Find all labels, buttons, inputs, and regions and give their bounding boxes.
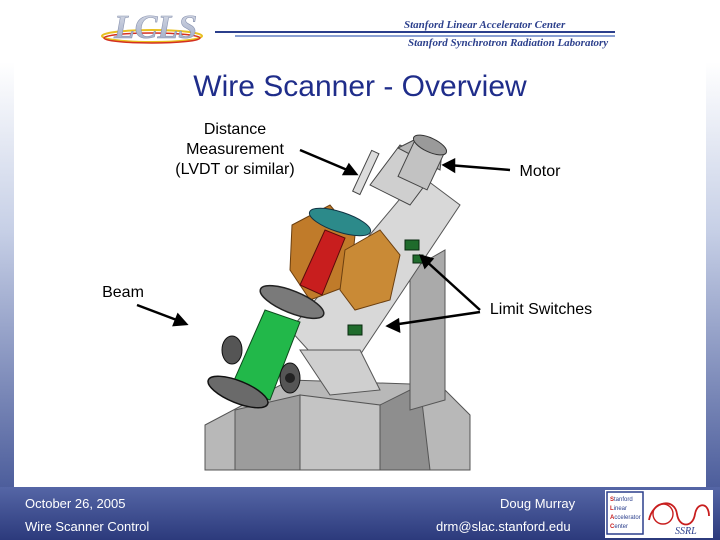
label-motor: Motor	[519, 163, 561, 180]
label-distance-measurement: Distance Measurement (LVDT or similar)	[160, 120, 310, 180]
lab-name-slac: Stanford Linear Accelerator Center	[404, 19, 566, 31]
svg-text:Center: Center	[610, 524, 628, 530]
header-rule-light	[235, 35, 615, 37]
svg-text:Stanford: Stanford	[610, 497, 633, 503]
svg-text:LCLS: LCLS	[113, 9, 197, 46]
right-border	[706, 62, 720, 487]
lab-name-ssrl: Stanford Synchrotron Radiation Laborator…	[408, 37, 609, 49]
ssrl-logo: Stanford Linear Accelerator Center SSRL	[605, 490, 713, 538]
label-limit-switches: Limit Switches	[489, 301, 593, 318]
left-border	[0, 62, 14, 487]
label-distance-line-1: Distance	[203, 121, 267, 138]
label-distance-line-2: Measurement	[186, 141, 284, 158]
svg-text:Linear: Linear	[610, 506, 627, 512]
ssrl-logo-graphic: Stanford Linear Accelerator Center SSRL	[606, 491, 710, 537]
header-bar: LCLS Stanford Linear Accelerator Center …	[0, 0, 720, 62]
label-beam: Beam	[102, 284, 144, 301]
header-rule	[215, 31, 615, 33]
lcls-logo: LCLS	[101, 9, 203, 46]
footer-topic: Wire Scanner Control	[25, 519, 150, 534]
footer-bar: October 26, 2005 Wire Scanner Control Do…	[0, 487, 720, 540]
label-distance-line-3: (LVDT or similar)	[175, 161, 295, 178]
slide-title: Wire Scanner - Overview	[193, 70, 527, 103]
svg-text:Accelerator: Accelerator	[610, 515, 641, 521]
footer-author: Doug Murray	[500, 496, 576, 511]
footer-email: drm@slac.stanford.edu	[436, 519, 571, 534]
svg-text:SSRL: SSRL	[675, 526, 697, 537]
footer-date: October 26, 2005	[25, 496, 126, 511]
